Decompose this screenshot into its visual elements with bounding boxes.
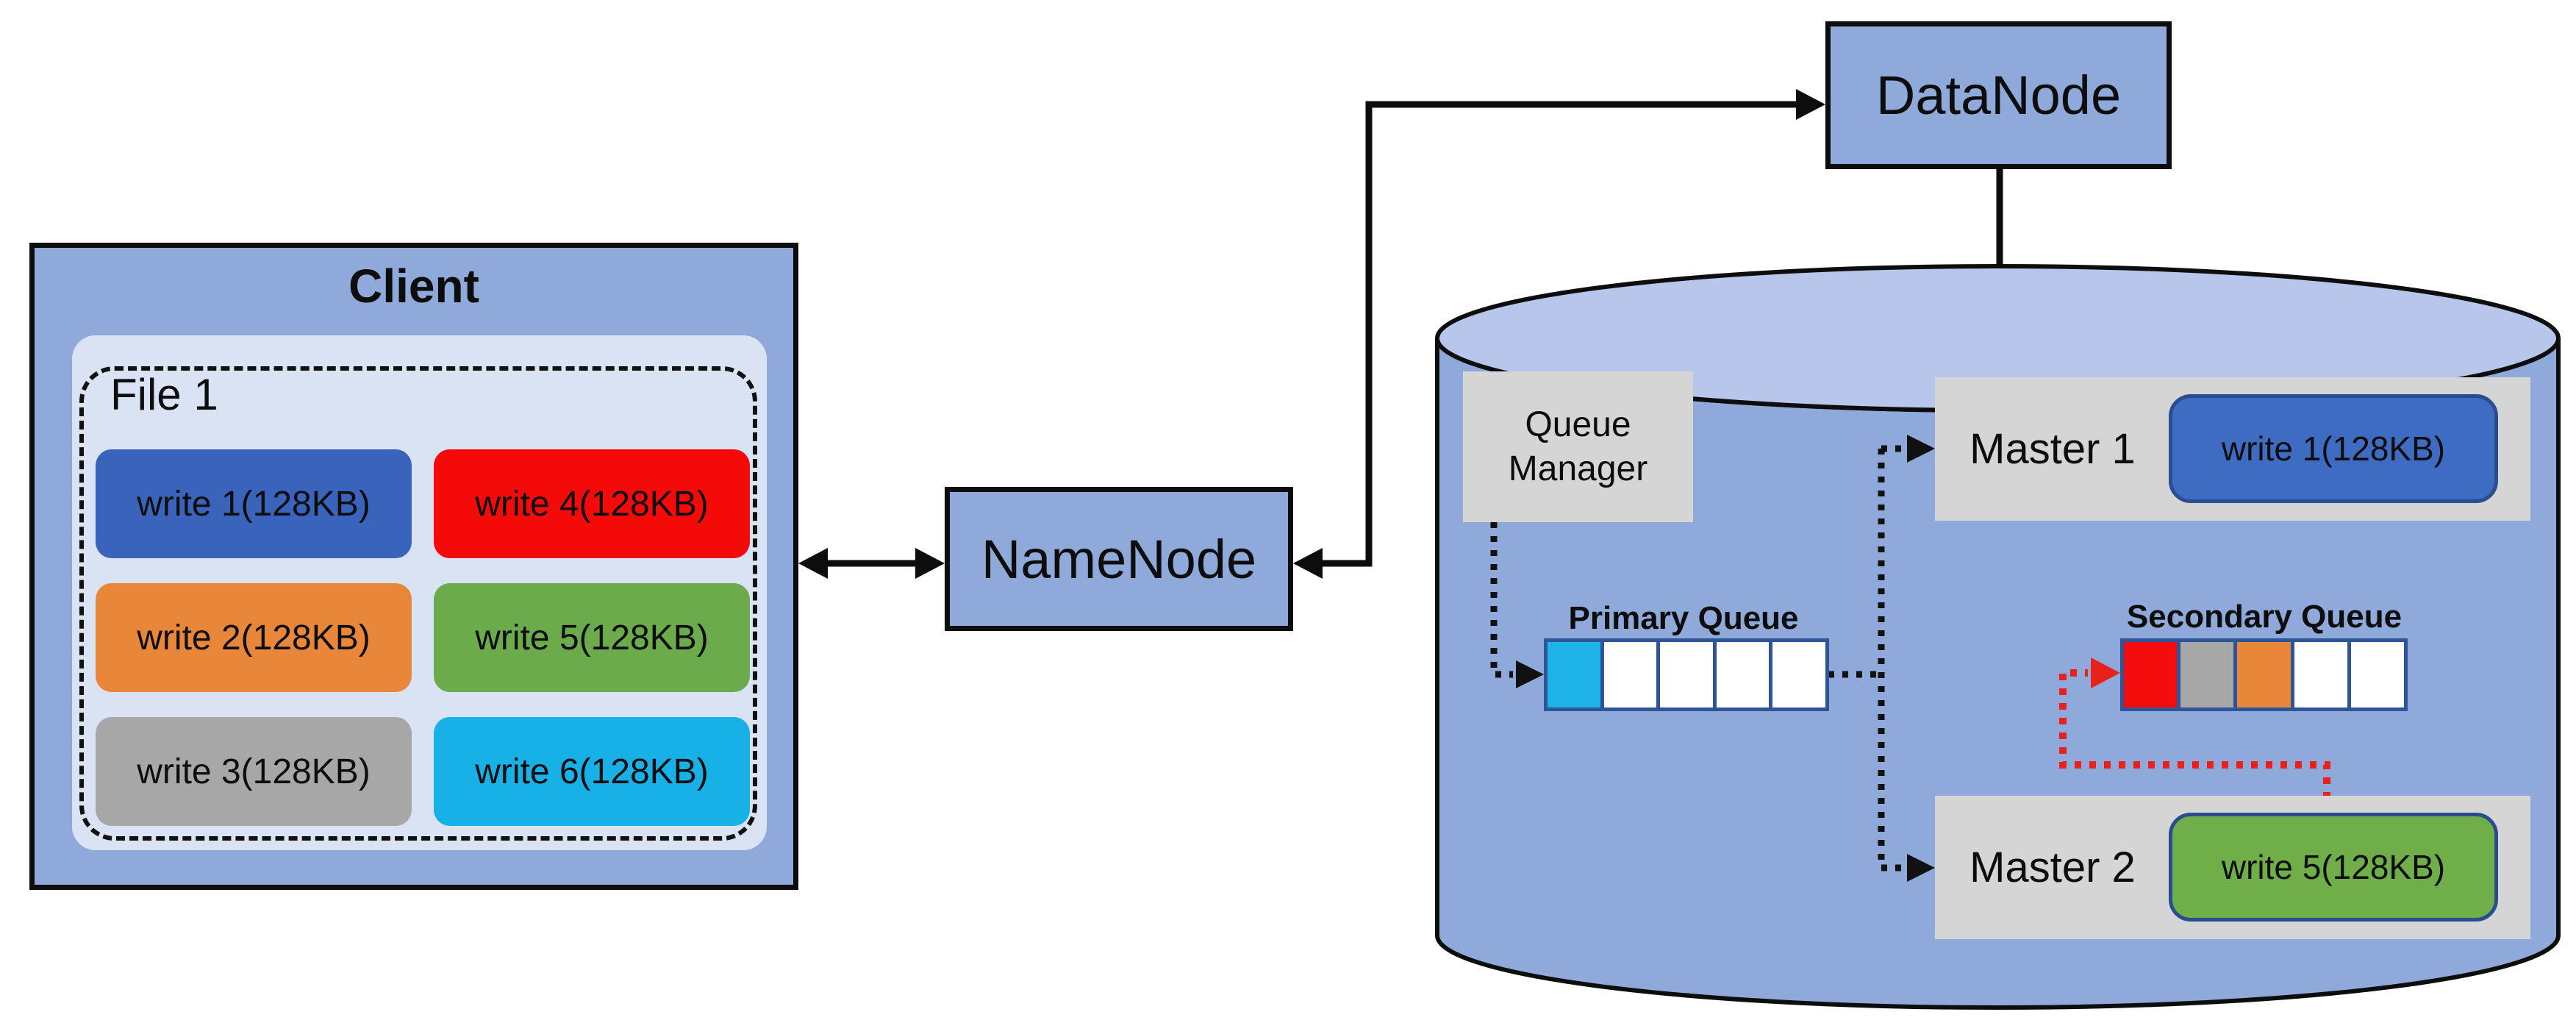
master1-write-block: write 1(128KB): [2169, 394, 2498, 503]
secondary-queue-cell-2: [2177, 638, 2238, 711]
primary-queue-cell-4: [1712, 638, 1773, 711]
datanode-box: DataNode: [1825, 21, 2172, 169]
arrowhead-into-secondary-queue-icon: [2091, 657, 2120, 688]
arrowhead-into-master2-icon: [1907, 854, 1935, 882]
client-write-block-1: write 1(128KB): [96, 449, 412, 558]
primary-queue-cells: [1544, 638, 1829, 711]
primary-queue-cell-5: [1769, 638, 1829, 711]
secondary-queue-cell-3: [2233, 638, 2294, 711]
secondary-queue-cell-5: [2347, 638, 2408, 711]
namenode-datanode-elbow-line: [1318, 101, 1800, 567]
master2-box: Master 2 write 5(128KB): [1935, 796, 2530, 939]
master1-label: Master 1: [1969, 425, 2136, 473]
arrowhead-into-master1-icon: [1907, 435, 1935, 463]
secondary-queue-cell-4: [2290, 638, 2351, 711]
primary-queue-label: Primary Queue: [1568, 600, 1799, 636]
secondary-queue-cell-1: [2120, 638, 2181, 711]
client-write-block-5: write 5(128KB): [434, 583, 750, 692]
client-write-block-2: write 2(128KB): [96, 583, 412, 692]
namenode-box: NameNode: [945, 487, 1293, 631]
primary-queue-cell-1: [1544, 638, 1604, 711]
client-title: Client: [348, 260, 479, 313]
arrowhead-into-namenode-icon: [915, 548, 945, 579]
secondary-queue-cells: [2120, 638, 2408, 711]
namenode-label: NameNode: [981, 528, 1257, 590]
master2-to-secondary-queue-dotted-line: [2059, 669, 2330, 813]
file1-dashed-group: [79, 366, 757, 841]
primary-queue-cell-2: [1600, 638, 1661, 711]
secondary-queue-label: Secondary Queue: [2126, 599, 2403, 635]
client-write-block-4: write 4(128KB): [434, 449, 750, 558]
master1-box: Master 1 write 1(128KB): [1935, 377, 2530, 521]
arrowhead-into-client-icon: [798, 548, 828, 579]
client-write-block-3: write 3(128KB): [96, 717, 412, 826]
queue-manager-box: Queue Manager: [1463, 371, 1693, 522]
arrowhead-into-namenode-right-icon: [1293, 548, 1323, 579]
arrowhead-into-datanode-icon: [1796, 89, 1825, 120]
queue-manager-label: Queue Manager: [1508, 404, 1648, 488]
arrowhead-into-primary-queue-icon: [1516, 660, 1544, 688]
master2-label: Master 2: [1969, 844, 2136, 891]
client-write-block-6: write 6(128KB): [434, 717, 750, 826]
file1-label: File 1: [110, 370, 218, 419]
master2-write-block: write 5(128KB): [2169, 813, 2498, 922]
datanode-label: DataNode: [1875, 65, 2122, 126]
primary-queue-cell-3: [1656, 638, 1717, 711]
